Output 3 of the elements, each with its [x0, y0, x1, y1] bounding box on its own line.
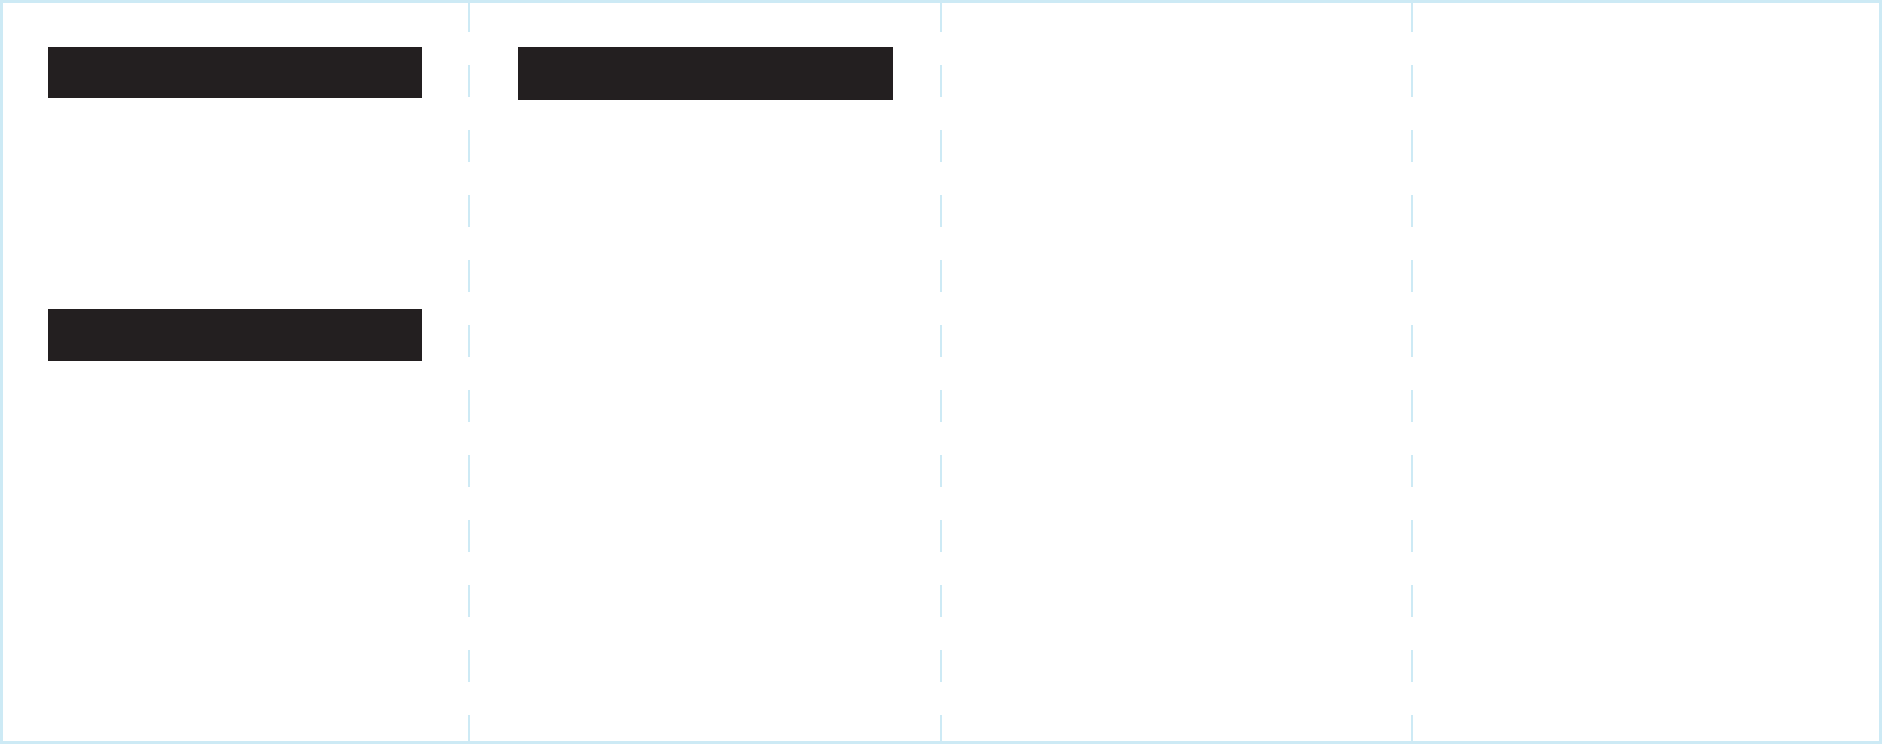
bar	[48, 47, 422, 98]
bar	[518, 47, 893, 100]
bar	[48, 309, 422, 361]
